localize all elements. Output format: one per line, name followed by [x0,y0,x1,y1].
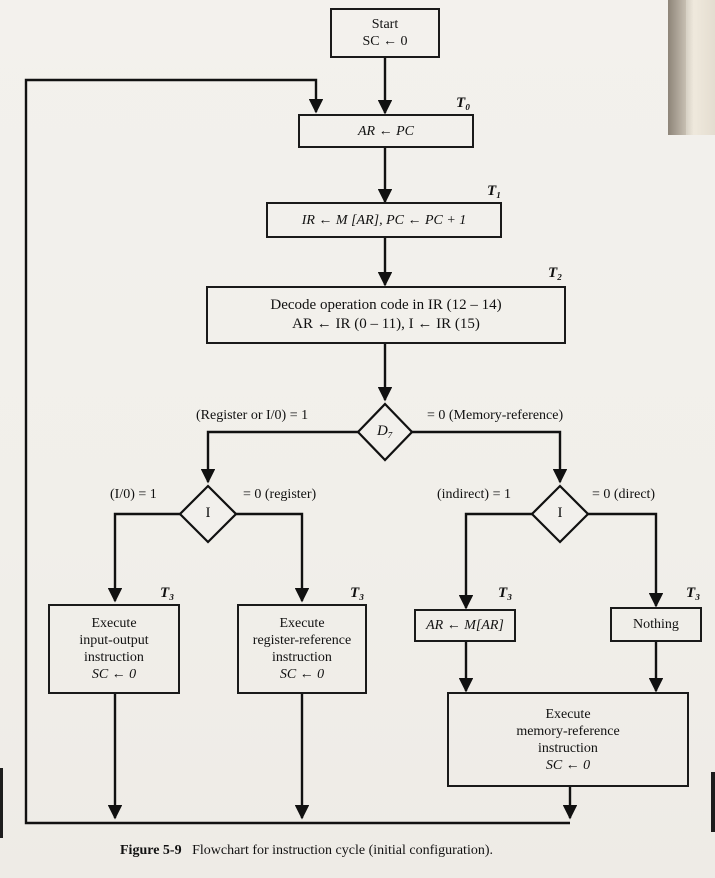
exec-reg-line-2: register-reference [252,633,352,648]
nothing-label: Nothing [633,617,679,632]
exec-io-line-4: SC ← 0 [91,667,137,682]
ir-one-branch-label: (indirect) = 1 [437,487,511,502]
exec-reg-line-4: SC ← 0 [279,667,325,682]
timing-t1: T₁ [487,183,502,199]
d7-label: D₇ [376,423,394,439]
exec-mem-line-3: instruction [538,740,598,756]
timing-t3-io: T₃ [160,585,175,601]
exec-mem-line-2: memory-reference [516,723,620,739]
exec-reg-box: Execute register-reference instruction S… [237,604,367,694]
d7-one-branch-label: (Register or I/0) = 1 [196,408,309,423]
i-left-decision-diamond [178,484,238,544]
decode-box: Decode operation code in IR (12 – 14) AR… [206,286,566,344]
fetch-ir-label: IR ← M [AR], PC ← PC + 1 [301,212,467,228]
exec-io-box: Execute input-output instruction SC ← 0 [48,604,180,694]
timing-t0: T₀ [456,95,471,111]
exec-reg-line-3: instruction [272,650,332,665]
exec-io-line-1: Execute [91,616,137,631]
fetch-ir-box: IR ← M [AR], PC ← PC + 1 [266,202,502,238]
timing-t3-reg: T₃ [350,585,365,601]
d7-zero-branch-label: = 0 (Memory-reference) [427,408,564,423]
fetch-ar-label: AR ← PC [358,123,414,139]
decode-line-1: Decode operation code in IR (12 – 14) [270,297,502,313]
start-sc-label: SC ← 0 [362,34,408,49]
i-right-decision-diamond [530,484,590,544]
exec-reg-line-1: Execute [279,616,325,631]
nothing-box: Nothing [610,607,702,642]
exec-mem-box: Execute memory-reference instruction SC … [447,692,689,787]
il-one-branch-label: (I/0) = 1 [110,487,157,502]
figure-caption: Figure 5-9 Flowchart for instruction cyc… [120,843,493,859]
i-right-label: I [557,505,563,521]
decode-line-2: AR ← IR (0 – 11), I ← IR (15) [292,316,480,332]
timing-t2: T₂ [548,265,563,281]
background-photo-corner [668,0,715,135]
exec-mem-line-1: Execute [545,706,591,722]
i-left-label: I [205,505,211,521]
timing-t3-direct: T₃ [686,585,701,601]
fetch-ar-box: AR ← PC [298,114,474,148]
ir-zero-branch-label: = 0 (direct) [592,487,656,502]
left-edge-mark [0,768,3,838]
timing-t3-indirect: T₃ [498,585,513,601]
il-zero-branch-label: = 0 (register) [243,487,317,502]
exec-io-line-3: instruction [84,650,144,665]
exec-io-line-2: input-output [79,633,149,648]
d7-decision-diamond [356,402,414,462]
indirect-box: AR ← M[AR] [414,609,516,642]
indirect-label: AR ← M[AR] [426,618,504,633]
figure-caption-text: Flowchart for instruction cycle (initial… [192,843,493,858]
exec-mem-line-4: SC ← 0 [545,757,591,773]
right-edge-mark [711,772,715,832]
start-label: Start [371,17,399,32]
figure-number: Figure 5-9 [120,843,182,858]
start-box: Start SC ← 0 [330,8,440,58]
